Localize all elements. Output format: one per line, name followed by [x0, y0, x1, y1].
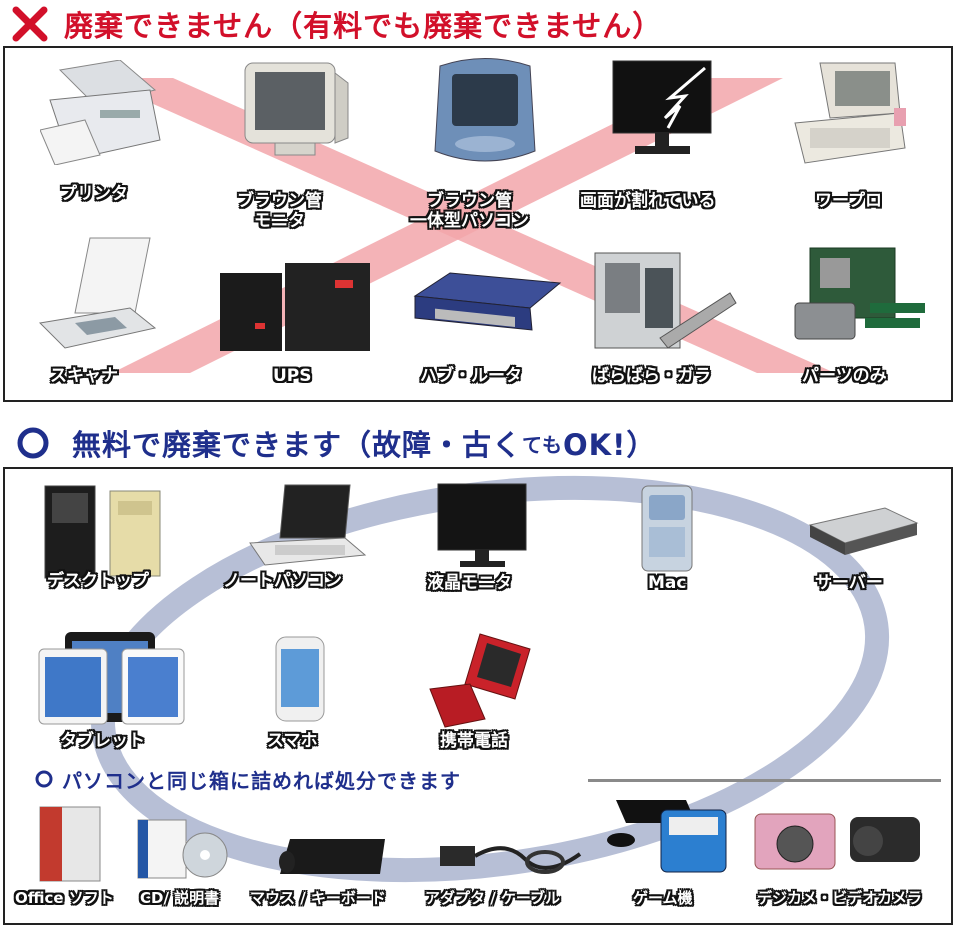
sub-item-adapter-cable-label: アダプタ / ケーブル [425, 889, 561, 907]
ng-section-header: 廃棄できません（有料でも廃棄できません） [10, 4, 662, 44]
sub-item-office-software-label: Office ソフト [15, 889, 114, 907]
ok-item-notebook-label: ノートパソコン [223, 571, 342, 591]
ok-item-tablet-label: タブレット [60, 731, 145, 751]
server-image [808, 507, 919, 555]
ok-item-smartphone-label: スマホ [267, 731, 318, 751]
ng-item-printer-label: プリンタ [60, 184, 128, 204]
lcd-monitor-image [437, 483, 527, 567]
ng-item-crt-monitor-label: ブラウン管 モニタ [237, 191, 322, 231]
imac-image [434, 58, 536, 162]
ng-item-broken-screen-label: 画面が割れている [580, 191, 716, 211]
flip-phone-image [429, 633, 531, 728]
cross-mark-icon [12, 6, 48, 42]
word-processor-image [794, 62, 906, 164]
sub-item-mouse-keyboard-label: マウス / キーボード [250, 889, 386, 907]
cd-manual-image [137, 819, 228, 879]
ok-section-paren-close: OK!） [563, 428, 657, 462]
ok-item-mac-label: Mac [648, 573, 687, 593]
ok-section-header: 無料で廃棄できます （故障・古く ても OK!） [16, 421, 656, 465]
ok-panel: デスクトップ ノートパソコン 液晶モニタ Mac サーバー タブレット スマホ … [3, 467, 953, 925]
tablet-image [38, 632, 185, 725]
scanner-image [38, 237, 157, 349]
ok-item-mobile-phone-label: 携帯電話 [440, 731, 508, 751]
ng-item-parts-only-label: パーツのみ [802, 366, 887, 386]
ng-item-ups-label: UPS [273, 366, 312, 386]
game-console-image [607, 800, 727, 873]
sub-item-game-console-label: ゲーム機 [633, 889, 693, 907]
sub-item-camera-label: デジカメ・ビデオカメラ [757, 889, 923, 907]
notebook-image [249, 484, 367, 566]
ng-item-disassembled-label: ばらばら・ガラ [592, 366, 711, 386]
ok-item-desktop-label: デスクトップ [47, 571, 149, 591]
printer-image [40, 60, 161, 165]
circle-mark-icon [17, 427, 49, 459]
sub-section-divider [588, 779, 941, 782]
adapter-cable-image [440, 846, 582, 874]
parts-only-image [794, 247, 925, 340]
ng-item-word-processor-label: ワープロ [815, 191, 882, 211]
mac-image [641, 485, 693, 572]
ng-section-title: 廃棄できません（有料でも廃棄できません） [64, 9, 663, 43]
ok-item-lcd-monitor-label: 液晶モニタ [427, 573, 512, 593]
sub-section-header: パソコンと同じ箱に詰めれば処分できます [34, 763, 461, 795]
ups-image [220, 263, 370, 351]
ng-item-scanner-label: スキャナ [50, 366, 118, 386]
ok-item-server-label: サーバー [815, 573, 883, 593]
desktop-image [44, 485, 161, 579]
ok-section-paren-open: （故障・古く [342, 428, 523, 462]
office-software-image [39, 806, 101, 882]
crt-monitor-image [244, 62, 349, 156]
hub-image [413, 272, 562, 331]
disassembled-pc-image [594, 252, 737, 349]
sub-item-cd-manual-label: CD/ 説明書 [140, 889, 220, 907]
smartphone-image [275, 636, 325, 722]
ok-section-title-small: ても [522, 432, 564, 457]
ng-panel: プリンタ ブラウン管 モニタ ブラウン管 一体型パソコン 画面が割れている ワー… [3, 46, 953, 402]
sub-section-title: パソコンと同じ箱に詰めれば処分できます [62, 768, 461, 793]
ok-section-title: 無料で廃棄できます [72, 428, 343, 462]
ng-item-hub-router-label: ハブ・ルータ [420, 366, 522, 386]
broken-lcd-image [612, 60, 712, 154]
ng-item-crt-pc-label: ブラウン管 一体型パソコン [410, 191, 529, 231]
small-circle-mark-icon [35, 770, 53, 788]
camera-image [754, 813, 920, 870]
mouse-keyboard-image [279, 839, 385, 874]
